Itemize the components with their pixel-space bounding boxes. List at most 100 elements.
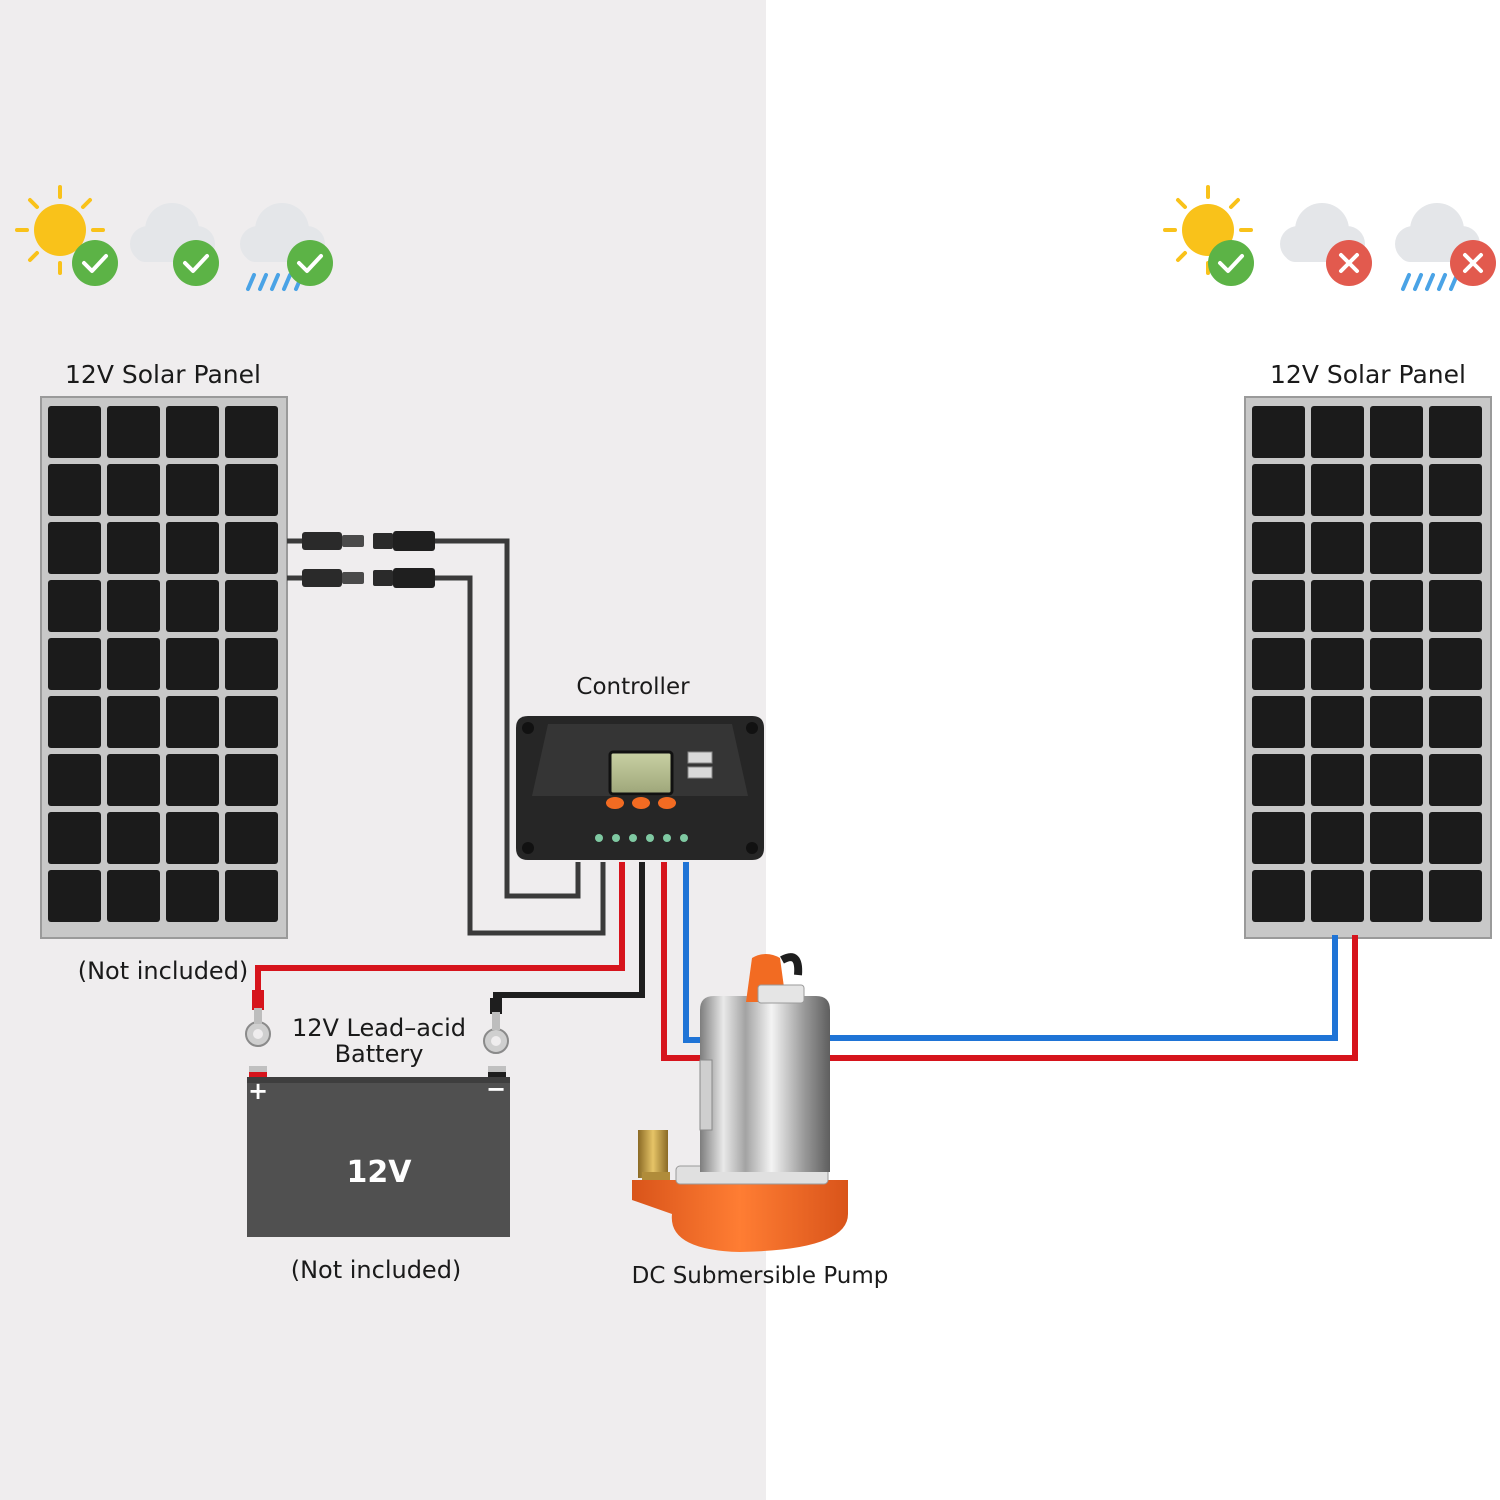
solar-cell — [1311, 638, 1364, 690]
battery-voltage: 12V — [347, 1155, 413, 1190]
solar-cell — [225, 464, 278, 516]
panel-cells — [1252, 406, 1482, 922]
check-icon — [173, 240, 219, 286]
pump-blue-wire — [683, 862, 705, 1043]
solar-cell — [107, 870, 160, 922]
solar-cell — [1370, 406, 1423, 458]
solar-cell — [1370, 870, 1423, 922]
solar-cell — [166, 406, 219, 458]
connector-female — [373, 568, 435, 588]
solar-cell — [1311, 696, 1364, 748]
solar-cell — [1311, 580, 1364, 632]
solar-cell — [1252, 580, 1305, 632]
solar-cell — [1311, 522, 1364, 574]
control-buttons — [606, 797, 676, 809]
solar-cell — [166, 522, 219, 574]
battery-positive-terminal — [249, 1066, 267, 1077]
connector-male — [302, 569, 364, 587]
ring-terminal-negative — [483, 998, 509, 1054]
solar-cell — [1429, 522, 1482, 574]
left-panel-note: (Not included) — [78, 957, 249, 985]
solar-cell — [107, 696, 160, 748]
right-panel-red-wire — [825, 935, 1358, 1061]
solar-cell — [107, 754, 160, 806]
solar-cell — [1429, 696, 1482, 748]
solar-cell — [1370, 638, 1423, 690]
solar-cell — [1252, 638, 1305, 690]
solar-cell — [1370, 522, 1423, 574]
indicator-leds — [595, 834, 688, 842]
check-icon — [287, 240, 333, 286]
solar-cell — [1429, 580, 1482, 632]
usb-ports — [687, 751, 713, 779]
left-panel-label: 12V Solar Panel — [65, 360, 261, 389]
pump-red-wire — [661, 862, 705, 1061]
solar-cell — [1252, 522, 1305, 574]
controller-label: Controller — [576, 674, 690, 700]
pv-cable-1 — [435, 538, 581, 899]
solar-cell — [107, 580, 160, 632]
pump-label: DC Submersible Pump — [632, 1263, 889, 1289]
solar-cell — [48, 870, 101, 922]
solar-cell — [1252, 870, 1305, 922]
solar-cell — [1252, 812, 1305, 864]
solar-cell — [48, 696, 101, 748]
solar-cell — [1370, 812, 1423, 864]
solar-cell — [1311, 464, 1364, 516]
solar-cell — [107, 522, 160, 574]
battery — [245, 990, 510, 1237]
solar-cell — [48, 522, 101, 574]
solar-cell — [225, 522, 278, 574]
check-icon — [1208, 240, 1254, 286]
solar-cell — [48, 406, 101, 458]
lcd-screen — [608, 750, 674, 796]
solar-cell — [225, 754, 278, 806]
connector-male — [302, 532, 364, 550]
solar-cell — [48, 638, 101, 690]
right-weather-row — [1163, 185, 1496, 291]
solar-cell — [1252, 696, 1305, 748]
solar-cell — [48, 812, 101, 864]
solar-cell — [1370, 754, 1423, 806]
battery-negative-terminal — [488, 1066, 506, 1077]
right-solar-panel — [1244, 396, 1492, 939]
solar-cell — [166, 580, 219, 632]
solar-cell — [1311, 870, 1364, 922]
solar-cell — [225, 812, 278, 864]
solar-cell — [1429, 464, 1482, 516]
pv-cable-2 — [435, 575, 606, 936]
check-icon — [72, 240, 118, 286]
solar-cell — [166, 754, 219, 806]
solar-cell — [1252, 406, 1305, 458]
solar-cell — [1429, 812, 1482, 864]
ring-terminal-positive — [245, 990, 271, 1047]
solar-cell — [107, 812, 160, 864]
wiring — [255, 538, 1358, 1061]
solar-cell — [1311, 754, 1364, 806]
battery-positive-sign: + — [248, 1077, 268, 1105]
battery-positive-wire — [255, 862, 625, 1000]
right-panel-blue-wire — [825, 935, 1338, 1041]
dc-submersible-pump — [632, 953, 848, 1252]
battery-note: (Not included) — [291, 1256, 462, 1284]
solar-cell — [166, 464, 219, 516]
solar-cell — [107, 464, 160, 516]
solar-cell — [1311, 812, 1364, 864]
solar-cell — [225, 638, 278, 690]
solar-cell — [1370, 464, 1423, 516]
solar-cell — [225, 580, 278, 632]
left-solar-panel — [40, 396, 288, 939]
solar-cell — [1252, 464, 1305, 516]
solar-cell — [166, 696, 219, 748]
battery-negative-sign: − — [486, 1075, 506, 1103]
solar-cell — [225, 406, 278, 458]
battery-title-line2: Battery — [335, 1040, 424, 1068]
right-panel-label: 12V Solar Panel — [1270, 360, 1466, 389]
connector-female — [373, 531, 435, 551]
solar-cell — [166, 870, 219, 922]
solar-cell — [166, 812, 219, 864]
solar-cell — [225, 696, 278, 748]
solar-cell — [48, 580, 101, 632]
solar-cell — [1429, 638, 1482, 690]
